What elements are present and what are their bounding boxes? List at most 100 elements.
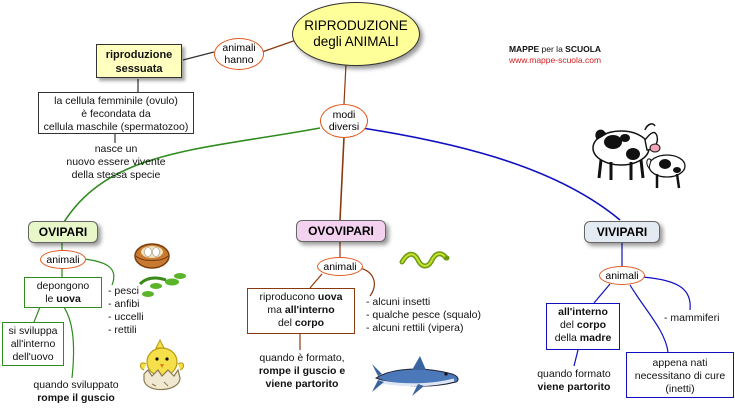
desc-fecondazione: la cellula femminile (ovulo) è fecondata… [38, 92, 194, 134]
appena-nati-line2: necessitano di cure [634, 370, 726, 382]
link-modi-ovovipari [339, 136, 345, 221]
brand-url[interactable]: www.mappe-scuola.com [508, 55, 602, 65]
vivipari-appena-nati: appena nati necessitano di cure (inetti) [626, 352, 734, 398]
vivipari-list: - mammiferi [664, 312, 734, 325]
vivipari-box-line2-bold: corpo [576, 319, 607, 331]
ovovipari-bottom-line1: quando è formato, [259, 352, 345, 364]
ovipari-list-item: - uccelli [108, 311, 144, 323]
concept-riproduzione-sessuata: riproduzione sessuata [96, 44, 182, 78]
link-animali-mammiferi [641, 276, 691, 311]
ovipari-depongono-uova: depongono le uova [24, 277, 102, 308]
link-interno-bottom [573, 349, 579, 367]
depongono-line2-pre: le [45, 293, 57, 305]
link-animali-cure [629, 284, 669, 353]
category-vivipari: VIVIPARI [584, 221, 660, 243]
ovovipari-list-item: - qualche pesce (squalo) [366, 309, 481, 321]
ovovipari-list: - alcuni insetti - qualche pesce (squalo… [366, 296, 506, 335]
vivipari-box-line3-bold: madre [579, 332, 612, 344]
brand-name-pre: MAPPE [508, 44, 540, 54]
ovipari-list: - pesci - anfibi - uccelli - rettili [108, 285, 178, 337]
riproducono-line2: ma all'interno [252, 304, 350, 317]
depongono-line1: depongono [36, 280, 90, 292]
link-modi-ovipari [63, 127, 321, 223]
title-line1: RIPRODUZIONE [304, 18, 408, 33]
ovipari-list-item: - anfibi [108, 298, 140, 310]
connector-modi-line2: diversi [328, 121, 360, 133]
ovipari-bottom-line1: quando sviluppato [33, 379, 119, 391]
riproducono-line1-pre: riproducono [259, 291, 318, 303]
ovovipari-bottom-line3: viene partorito [265, 378, 339, 390]
brand-name-post: SCUOLA [565, 44, 602, 54]
vivipari-box-line3: della madre [551, 332, 615, 345]
title-oval: RIPRODUZIONE degli ANIMALI [292, 2, 420, 66]
vivipari-box-line1: all'interno [558, 306, 608, 318]
desc-line2: è fecondata da [81, 108, 151, 120]
vivipari-bottom-line1: quando formato [537, 368, 611, 380]
snake-icon [399, 251, 450, 269]
link-modi-vivipari [361, 127, 621, 221]
connector-hanno-line2: hanno [224, 54, 254, 66]
sviluppa-line1: si sviluppa [8, 325, 58, 337]
riproducono-line2-pre: ma [267, 304, 285, 316]
category-ovovipari: OVOVIPARI [296, 220, 386, 242]
concept-sessuata-line2: sessuata [115, 63, 163, 75]
riproducono-line3: del corpo [252, 317, 350, 330]
appena-nati-line1: appena nati [652, 357, 708, 369]
vivipari-box-line3-pre: della [554, 332, 580, 344]
ovipari-si-sviluppa: si sviluppa all'interno dell'uovo [2, 322, 64, 366]
riproducono-line3-pre: del [277, 317, 295, 329]
link-depongono-sviluppa [33, 306, 41, 323]
vivipari-list-item: - mammiferi [664, 312, 720, 324]
depongono-line2-bold: uova [56, 293, 81, 305]
ovovipari-riproducono-uova: riproducono uova ma all'interno del corp… [247, 288, 355, 334]
connector-ovipari-animali: animali [40, 250, 86, 269]
title-line2: degli ANIMALI [313, 34, 399, 49]
result-line3: della stessa specie [71, 169, 161, 181]
concept-sessuata-line1: riproduzione [105, 49, 173, 61]
vivipari-bottom-line2: viene partorito [537, 381, 611, 393]
vivipari-bottom: quando formato viene partorito [527, 368, 621, 394]
connector-ovovipari-animali: animali [317, 257, 363, 276]
desc-line3: cellula maschile (spermatozoo) [43, 121, 189, 133]
connector-vivipari-animali: animali [599, 266, 645, 285]
ovovipari-bottom: quando è formato, rompe il guscio e vien… [248, 352, 356, 391]
vivipari-box-line2: del corpo [551, 319, 615, 332]
brand-name: MAPPE per la SCUOLA [505, 44, 605, 55]
connector-hanno-line1: animali [222, 42, 256, 54]
link-animali-list-ovo [359, 267, 375, 297]
link-title-modi [343, 63, 347, 105]
ovipari-bottom-line2: rompe il guscio [37, 392, 115, 404]
link-hanno-sessuata [182, 51, 215, 61]
brand-name-mid: per la [539, 44, 566, 54]
link-animali-interno [593, 283, 611, 304]
ovovipari-bottom-line2: rompe il guscio e [258, 365, 346, 377]
sviluppa-line2: all'interno [10, 338, 56, 350]
link-animali-riproducono [309, 273, 323, 289]
ovovipari-list-item: - alcuni rettili (vipera) [366, 322, 464, 334]
result-nuovo-essere: nasce un nuovo essere vivente della stes… [60, 143, 172, 182]
ovipari-list-item: - pesci [108, 285, 139, 297]
connector-modi-line1: modi [332, 109, 356, 121]
riproducono-line3-bold: corpo [294, 317, 325, 329]
ovipari-bottom: quando sviluppato rompe il guscio [26, 379, 126, 405]
sviluppa-line3: dell'uovo [12, 351, 54, 363]
nest-icon [134, 243, 186, 297]
riproducono-line2-bold: all'interno [284, 304, 335, 316]
depongono-line2: le uova [29, 293, 97, 306]
cow-icon [592, 123, 686, 189]
connector-modi-diversi: modi diversi [320, 104, 368, 138]
result-line1: nasce un [94, 143, 138, 155]
category-ovipari: OVIPARI [28, 221, 98, 243]
shark-icon [372, 356, 459, 396]
link-animali-list [83, 258, 115, 286]
connector-animali-hanno: animali hanno [214, 38, 264, 70]
ovipari-list-item: - rettili [108, 324, 137, 336]
desc-line1: la cellula femminile (ovulo) [54, 95, 178, 107]
appena-nati-line3: (inetti) [665, 383, 695, 395]
chick-icon [139, 338, 185, 391]
result-line2: nuovo essere vivente [66, 156, 166, 168]
brand-block: MAPPE per la SCUOLA www.mappe-scuola.com [505, 44, 605, 66]
ovovipari-list-item: - alcuni insetti [366, 296, 431, 308]
vivipari-box-line2-pre: del [559, 319, 577, 331]
